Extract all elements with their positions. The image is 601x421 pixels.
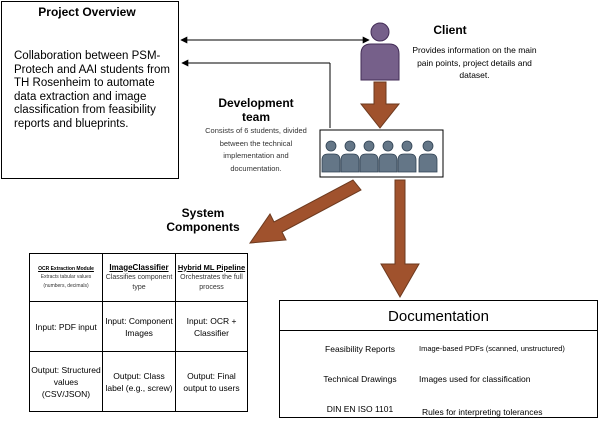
client-to-team-arrow xyxy=(359,81,401,129)
client-person-icon xyxy=(360,22,400,81)
dev-team-description: Consists of 6 students, divided between … xyxy=(205,126,307,173)
project-overview-box: Project Overview Collaboration between P… xyxy=(1,1,179,179)
team-to-components-arrow xyxy=(248,179,362,244)
team-to-documentation-arrow xyxy=(380,179,420,299)
component-input: Input: PDF input xyxy=(29,301,103,352)
project-overview-title: Project Overview xyxy=(38,5,136,19)
doc-right-item: Images used for classification xyxy=(419,374,531,384)
client-title: Client xyxy=(433,23,467,37)
component-header-ocr: OCR Extraction Module Extracts tabular v… xyxy=(29,253,103,302)
component-header-pipeline: Hybrid ML Pipeline Orchestrates the full… xyxy=(175,253,248,302)
component-output: Output: Structured values (CSV/JSON) xyxy=(29,351,103,412)
component-title: ImageClassifier xyxy=(109,262,169,272)
component-output: Output: Class label (e.g., screw) xyxy=(102,351,176,412)
doc-right-item: Rules for interpreting tolerances xyxy=(422,407,543,417)
component-output: Output: Final output to users xyxy=(175,351,248,412)
component-input: Input: OCR + Classifier xyxy=(175,301,248,352)
documentation-divider xyxy=(280,330,597,331)
component-header-classifier: ImageClassifier Classifies component typ… xyxy=(102,253,176,302)
component-desc: Classifies component type xyxy=(105,273,173,291)
documentation-title: Documentation xyxy=(388,308,489,325)
dev-team-title: Development team xyxy=(218,96,294,124)
component-desc: Orchestrates the full process xyxy=(180,273,243,291)
documentation-box: Documentation Feasibility Reports Techni… xyxy=(279,300,598,418)
system-components-title: System Components xyxy=(166,206,240,234)
doc-left-item: Feasibility Reports xyxy=(325,344,395,354)
system-components-table: OCR Extraction Module Extracts tabular v… xyxy=(29,253,248,412)
doc-left-item: DIN EN ISO 1101 xyxy=(326,404,394,414)
component-title: OCR Extraction Module xyxy=(38,265,94,272)
team-icon xyxy=(321,140,438,173)
client-description: Provides information on the main pain po… xyxy=(412,45,537,80)
doc-right-item: Image-based PDFs (scanned, unstructured) xyxy=(419,344,565,353)
component-desc: Extracts tabular values (numbers, decima… xyxy=(40,273,92,289)
component-title: Hybrid ML Pipeline xyxy=(177,262,246,272)
component-input: Input: Component Images xyxy=(102,301,176,352)
project-overview-text: Collaboration between PSM-Protech and AA… xyxy=(14,50,170,130)
doc-left-item: Technical Drawings xyxy=(323,374,397,384)
team-icon-frame xyxy=(319,129,444,178)
